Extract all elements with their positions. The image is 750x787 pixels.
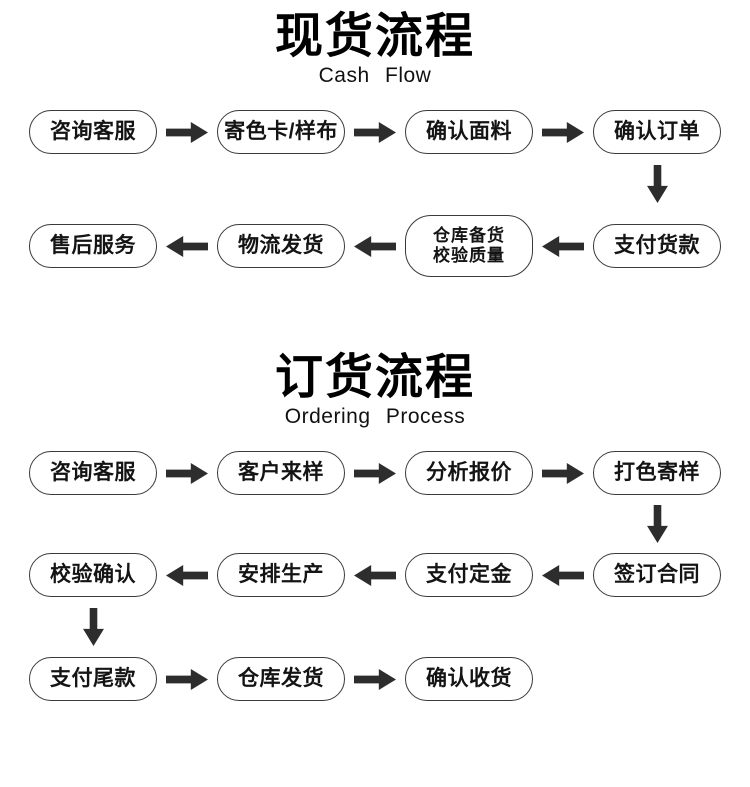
arrow-left-icon xyxy=(542,235,584,258)
arrow-down-icon xyxy=(646,505,669,543)
ordering-process-section: 订货流程 Ordering Process 咨询客服 客户来样 分析报价 打色寄… xyxy=(0,353,750,702)
flow-node: 仓库发货 xyxy=(217,657,345,701)
cash-flow-diagram: 咨询客服 寄色卡/样布 确认面料 确认订单 售后服务 物流发货 仓库备货 校验质… xyxy=(0,109,750,279)
ordering-process-subtitle: Ordering Process xyxy=(284,405,466,428)
arrow-down-icon xyxy=(82,608,105,646)
ordering-process-diagram: 咨询客服 客户来样 分析报价 打色寄样 校验确认 安排生产 支付定金 签订合同 … xyxy=(0,450,750,702)
arrow-left-icon xyxy=(354,235,396,258)
arrow-right-icon xyxy=(166,668,208,691)
cash-flow-section: 现货流程 Cash Flow 咨询客服 寄色卡/样布 确认面料 确认订单 售后服… xyxy=(0,0,750,279)
flow-node: 打色寄样 xyxy=(593,451,721,495)
flow-node: 支付定金 xyxy=(405,553,533,597)
cash-flow-header: 现货流程 Cash Flow xyxy=(0,12,750,89)
ordering-process-title: 订货流程 xyxy=(274,351,475,404)
flow-node: 寄色卡/样布 xyxy=(217,110,345,154)
arrow-left-icon xyxy=(354,564,396,587)
arrow-down-icon xyxy=(646,165,669,203)
flow-node: 支付货款 xyxy=(593,224,721,268)
flow-node: 客户来样 xyxy=(217,451,345,495)
arrow-right-icon xyxy=(166,121,208,144)
arrow-right-icon xyxy=(354,462,396,485)
arrow-right-icon xyxy=(542,462,584,485)
flow-node: 确认收货 xyxy=(405,657,533,701)
ordering-process-header: 订货流程 Ordering Process xyxy=(0,353,750,430)
arrow-right-icon xyxy=(354,668,396,691)
flow-node: 校验确认 xyxy=(29,553,157,597)
flow-node: 确认面料 xyxy=(405,110,533,154)
cash-flow-title: 现货流程 xyxy=(274,10,475,63)
flow-node: 咨询客服 xyxy=(29,110,157,154)
flow-node: 咨询客服 xyxy=(29,451,157,495)
flow-node: 确认订单 xyxy=(593,110,721,154)
cash-flow-subtitle: Cash Flow xyxy=(318,64,432,87)
flow-node: 仓库备货 校验质量 xyxy=(405,215,533,277)
flow-node: 物流发货 xyxy=(217,224,345,268)
arrow-right-icon xyxy=(354,121,396,144)
arrow-right-icon xyxy=(166,462,208,485)
flow-node: 安排生产 xyxy=(217,553,345,597)
arrow-right-icon xyxy=(542,121,584,144)
arrow-left-icon xyxy=(542,564,584,587)
flow-node: 分析报价 xyxy=(405,451,533,495)
flow-node: 支付尾款 xyxy=(29,657,157,701)
flow-node: 签订合同 xyxy=(593,553,721,597)
flow-node: 售后服务 xyxy=(29,224,157,268)
arrow-left-icon xyxy=(166,564,208,587)
arrow-left-icon xyxy=(166,235,208,258)
